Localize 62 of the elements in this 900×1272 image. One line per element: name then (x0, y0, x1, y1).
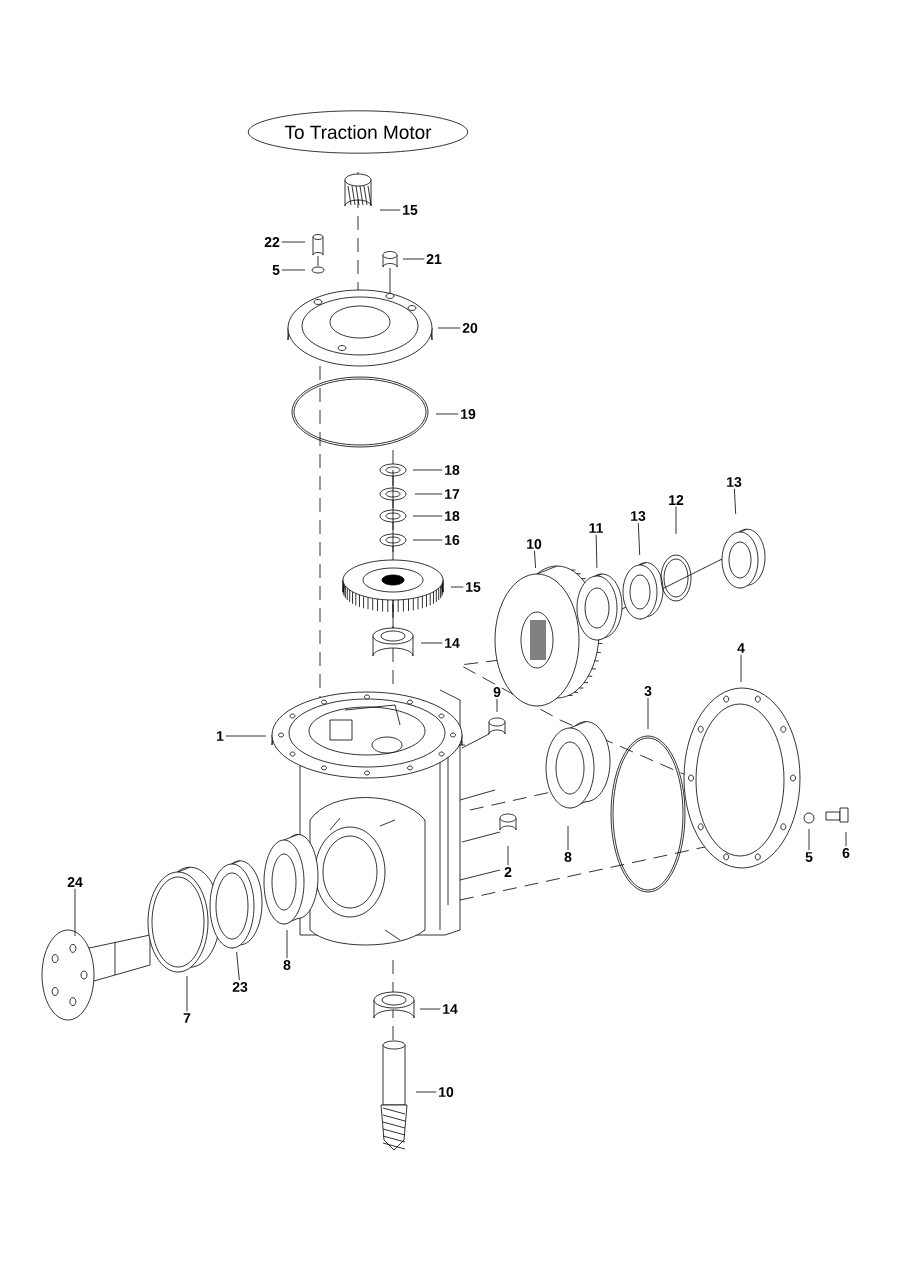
leader-line (412, 539, 443, 541)
leader-line (733, 488, 737, 515)
leader-line (412, 515, 443, 517)
leader-line (415, 1091, 437, 1093)
callout-number: 6 (842, 848, 850, 858)
callout-number: 4 (737, 643, 745, 653)
callout-number: 13 (631, 511, 646, 521)
leader-line (595, 534, 598, 569)
callout-number: 9 (493, 687, 501, 697)
leader-line (507, 845, 509, 866)
callout-number: 1 (217, 731, 224, 741)
leader-line (74, 888, 76, 937)
callout-number: 18 (445, 511, 460, 521)
leader-line (437, 327, 461, 329)
callout-number: 5 (272, 265, 280, 275)
callout-number: 20 (462, 323, 478, 333)
leader-line (420, 642, 443, 644)
callout-number: 10 (527, 539, 542, 549)
callout-number: 16 (445, 535, 460, 545)
callout-number: 8 (564, 852, 572, 862)
callout-number: 17 (445, 489, 460, 499)
leader-line (225, 735, 267, 737)
leader-line (675, 506, 677, 535)
leader-line (450, 586, 464, 588)
callout-number: 2 (504, 867, 512, 877)
leader-line (286, 929, 288, 959)
callout-number: 15 (466, 582, 481, 592)
leader-line (412, 469, 443, 471)
leader-line (281, 269, 306, 271)
callout-number: 12 (669, 495, 684, 505)
callout-number: 3 (644, 686, 652, 696)
callout-number: 8 (283, 960, 291, 970)
leader-line (236, 951, 240, 981)
callout-number: 18 (445, 465, 460, 475)
leader-line (567, 825, 569, 851)
leader-line (402, 258, 425, 260)
callout-number: 10 (439, 1087, 454, 1097)
callout-number: 14 (443, 1004, 458, 1014)
leader-line (496, 698, 498, 713)
callout-number: 5 (805, 852, 813, 862)
leader-line (419, 1008, 441, 1010)
leader-line (435, 413, 459, 415)
callout-number: 19 (461, 409, 476, 419)
callout-number: 23 (232, 982, 248, 992)
leader-line (637, 522, 641, 556)
callout-number: 13 (727, 477, 742, 487)
callout-number: 21 (426, 254, 442, 264)
leader-line (647, 697, 649, 730)
leader-line (281, 241, 306, 243)
leader-line (379, 209, 401, 211)
leader-line (845, 831, 847, 847)
callout-number: 7 (183, 1013, 191, 1023)
leader-line (186, 975, 188, 1012)
callout-number: 24 (67, 877, 83, 887)
callout-number: 11 (589, 523, 603, 533)
callout-number: 15 (403, 205, 418, 215)
leader-line (414, 493, 443, 495)
leader-line (534, 550, 536, 569)
callout-number: 14 (445, 638, 460, 648)
callout-number: 22 (264, 237, 280, 247)
leader-line (808, 828, 810, 851)
leader-line (740, 654, 742, 683)
